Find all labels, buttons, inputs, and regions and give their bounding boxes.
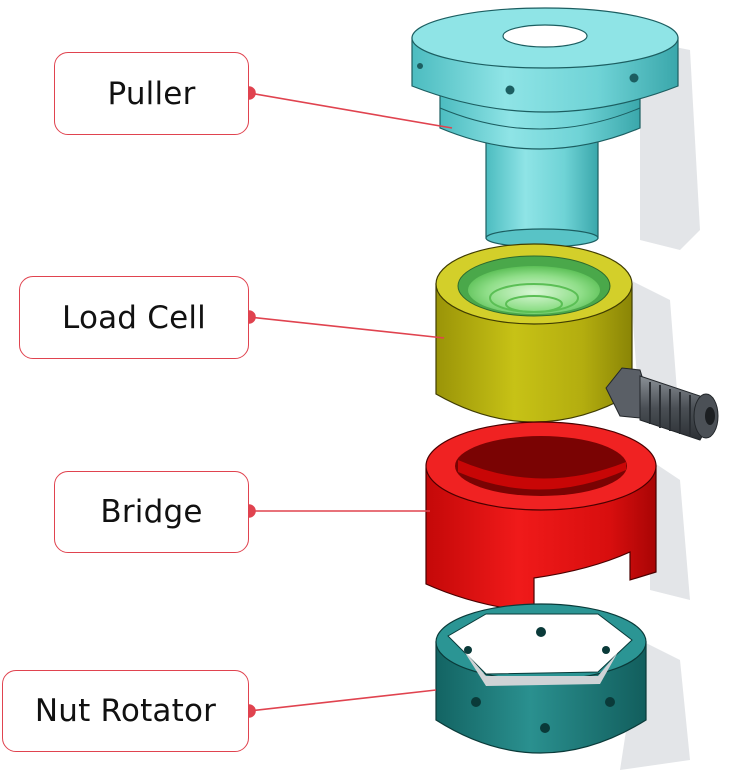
bridge-part (425, 421, 657, 613)
label-nut-rotator: Nut Rotator (2, 670, 249, 752)
puller-part (411, 7, 679, 248)
nut-rotator-part (435, 603, 647, 754)
label-puller: Puller (54, 52, 249, 135)
leader-line-load-cell (248, 316, 445, 339)
label-bridge: Bridge (54, 471, 249, 553)
leader-line-puller (248, 92, 453, 129)
leader-line-nut-rotator (248, 689, 437, 712)
label-load-cell: Load Cell (19, 276, 249, 359)
leader-lines (242, 86, 453, 718)
connector-part (605, 367, 719, 441)
load-cell-part (435, 243, 719, 441)
